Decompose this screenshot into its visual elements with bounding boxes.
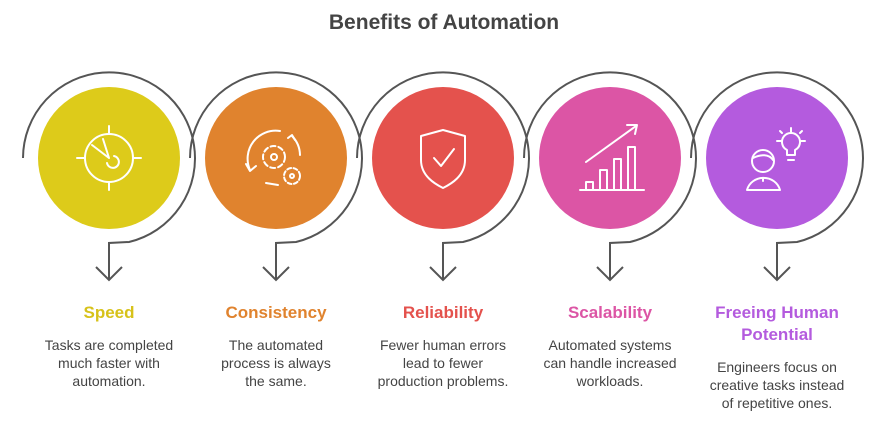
step-circle [539,87,681,229]
step-title: Scalability [567,303,653,322]
step-title: Consistency [225,303,327,322]
diagram-graphics [22,71,864,282]
diagram-title: Benefits of Automation [328,11,560,34]
step-title: Reliability [402,303,484,322]
step-description: Tasks are completed much faster with aut… [44,337,174,389]
gears-cycle-icon [245,129,301,186]
step-description: Engineers focus on creative tasks instea… [709,359,845,411]
radar-clock-icon [76,125,142,191]
step-description: The automated process is always the same… [221,337,331,389]
arc-arrow-connector [22,71,196,282]
step-title: Speed [83,303,135,322]
step-node-3 [523,71,697,282]
arc-arrow-connector [523,71,697,282]
growth-chart-icon [579,124,645,191]
arc-arrow-connector [189,71,363,282]
step-circle [706,87,848,229]
step-node-0 [22,71,196,282]
step-description: Fewer human errors lead to fewer product… [377,337,509,389]
step-circle [372,87,514,229]
step-title: Freeing Human Potential [715,303,839,344]
step-description: Automated systems can handle increased w… [543,337,677,389]
step-node-4 [690,71,864,282]
shield-check-icon [420,129,466,189]
step-node-1 [189,71,363,282]
arc-arrow-connector [690,71,864,282]
arc-arrow-connector [356,71,530,282]
step-node-2 [356,71,530,282]
person-idea-icon [746,127,806,191]
